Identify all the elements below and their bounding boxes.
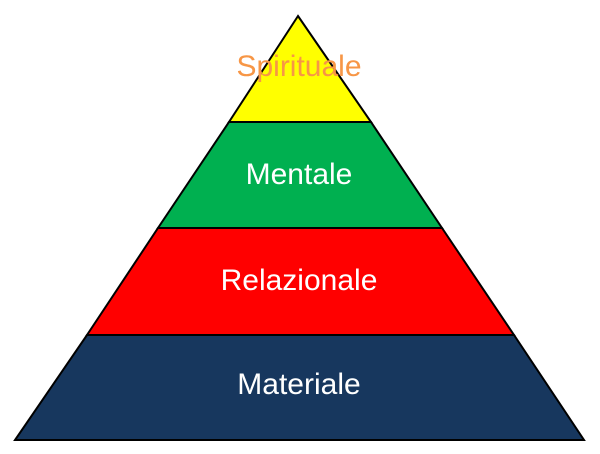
pyramid-label-materiale: Materiale	[237, 368, 360, 401]
pyramid-label-relazionale: Relazionale	[221, 264, 378, 297]
pyramid-level-mentale: Mentale	[156, 121, 444, 229]
pyramid-label-mentale: Mentale	[246, 158, 353, 191]
pyramid-level-materiale: Materiale	[13, 334, 586, 441]
pyramid-level-relazionale: Relazionale	[85, 227, 516, 336]
pyramid-band-materiale	[13, 334, 586, 441]
pyramid-level-spirituale: Spirituale	[227, 14, 373, 123]
pyramid-label-spirituale: Spirituale	[236, 50, 361, 83]
